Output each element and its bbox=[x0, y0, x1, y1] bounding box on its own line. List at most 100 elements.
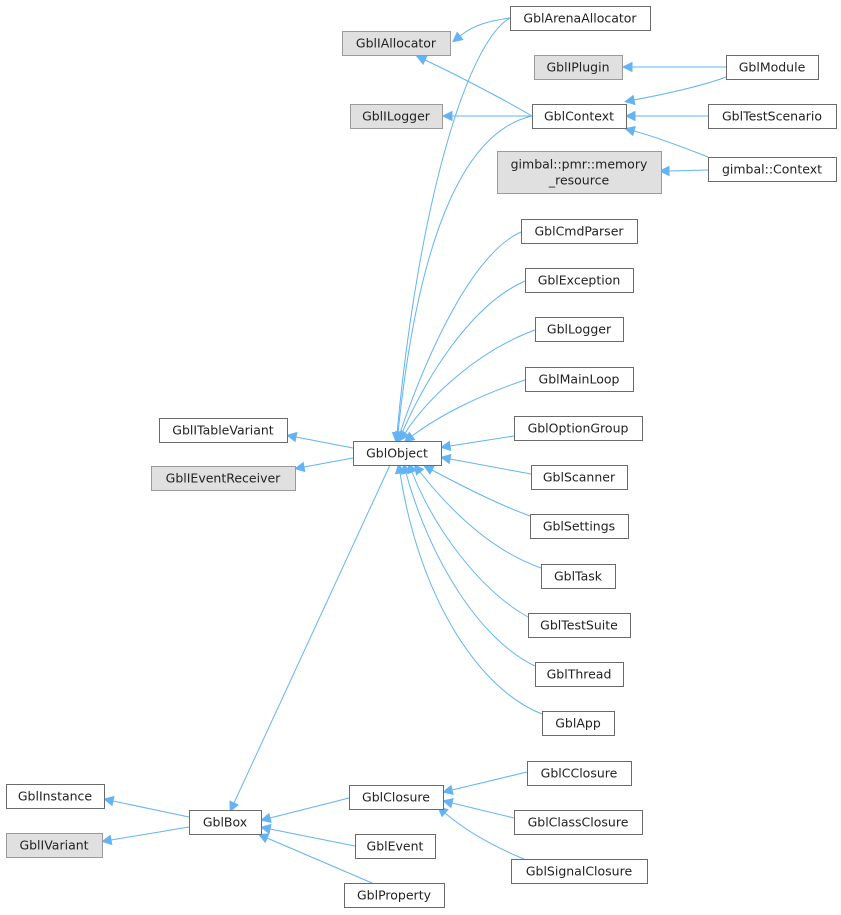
edge-line bbox=[303, 457, 354, 468]
node-box bbox=[532, 104, 627, 129]
edge-GblTestScenario-to-GblContext bbox=[624, 110, 708, 122]
edge-GblArenaAllocator-to-GblIAllocator bbox=[452, 17, 511, 43]
node-label: GblIEventReceiver bbox=[166, 471, 282, 486]
node-GblBox[interactable]: GblBox bbox=[189, 810, 262, 835]
node-GblTestScenario[interactable]: GblTestScenario bbox=[708, 104, 837, 129]
edge-line bbox=[112, 800, 190, 818]
node-GblIPlugin[interactable]: GblIPlugin bbox=[534, 55, 623, 80]
node-GblObject[interactable]: GblObject bbox=[353, 441, 442, 466]
node-label: gimbal::Context bbox=[722, 162, 822, 177]
node-box bbox=[525, 367, 634, 392]
node-label: GblSettings bbox=[543, 519, 615, 534]
node-GblInstance[interactable]: GblInstance bbox=[6, 784, 105, 809]
arrowhead-icon bbox=[624, 94, 636, 106]
edge-GblObject-to-GblBox bbox=[229, 464, 391, 813]
node-GblScanner[interactable]: GblScanner bbox=[531, 465, 628, 490]
edge-line bbox=[449, 435, 515, 447]
node-box bbox=[535, 662, 624, 687]
node-box bbox=[497, 151, 662, 194]
arrowhead-icon bbox=[403, 431, 416, 443]
node-box bbox=[342, 31, 451, 56]
edge-line bbox=[396, 17, 511, 434]
edge-line bbox=[419, 471, 542, 569]
node-label: GblApp bbox=[555, 716, 601, 731]
node-box bbox=[542, 711, 615, 736]
node-box bbox=[541, 564, 616, 589]
arrowhead-icon bbox=[229, 800, 240, 813]
node-GblIAllocator[interactable]: GblIAllocator bbox=[342, 31, 451, 56]
edge-GblCClosure-to-GblClosure bbox=[442, 771, 528, 796]
edge-GblSignalClosure-to-GblClosure bbox=[437, 806, 525, 860]
node-box bbox=[355, 834, 436, 859]
edge-line bbox=[449, 458, 532, 475]
node-GblITableVariant[interactable]: GblITableVariant bbox=[159, 418, 288, 443]
edge-GblProperty-to-GblBox bbox=[257, 833, 373, 884]
node-GblApp[interactable]: GblApp bbox=[542, 711, 615, 736]
node-label: GblTestScenario bbox=[722, 109, 822, 124]
edge-GblModule-to-GblIPlugin bbox=[621, 61, 726, 73]
edge-line bbox=[411, 471, 529, 618]
node-GblIVariant[interactable]: GblIVariant bbox=[6, 833, 103, 858]
arrowhead-icon bbox=[442, 784, 454, 796]
node-box bbox=[708, 157, 837, 182]
arrowhead-icon bbox=[624, 126, 636, 137]
arrowhead-icon bbox=[452, 31, 464, 43]
edge-GblBox-to-GblIVariant bbox=[101, 826, 190, 846]
edge-GblObject-to-GblIEventReceiver bbox=[294, 457, 354, 473]
arrowhead-icon bbox=[415, 55, 428, 66]
node-GblCClosure[interactable]: GblCClosure bbox=[527, 761, 632, 786]
node-label: GblException bbox=[538, 273, 621, 288]
node-box bbox=[530, 514, 629, 539]
node-box bbox=[189, 810, 262, 835]
node-GblIEventReceiver[interactable]: GblIEventReceiver bbox=[151, 466, 296, 491]
arrowhead-icon bbox=[257, 833, 270, 844]
node-label: GblModule bbox=[739, 60, 806, 75]
node-GblTestSuite[interactable]: GblTestSuite bbox=[528, 613, 631, 638]
node-GblException[interactable]: GblException bbox=[525, 268, 634, 293]
node-GblProperty[interactable]: GblProperty bbox=[344, 883, 445, 908]
node-box bbox=[525, 268, 634, 293]
node-GblMainLoop[interactable]: GblMainLoop bbox=[525, 367, 634, 392]
node-GblSettings[interactable]: GblSettings bbox=[530, 514, 629, 539]
edge-line bbox=[269, 797, 350, 819]
arrowhead-icon bbox=[658, 165, 670, 177]
node-box bbox=[528, 613, 631, 638]
node-GblLogger[interactable]: GblLogger bbox=[535, 317, 624, 342]
node-box bbox=[6, 784, 105, 809]
node-GblILogger[interactable]: GblILogger bbox=[350, 104, 443, 129]
arrowhead-icon bbox=[440, 453, 452, 465]
node-GblOptionGroup[interactable]: GblOptionGroup bbox=[514, 416, 643, 441]
node-GblTask[interactable]: GblTask bbox=[541, 564, 616, 589]
edge-GblApp-to-GblObject bbox=[394, 463, 543, 715]
edge-line bbox=[233, 464, 391, 804]
node-label: GblILogger bbox=[362, 109, 431, 124]
node-label: GblTask bbox=[554, 569, 603, 584]
node-GblThread[interactable]: GblThread bbox=[535, 662, 624, 687]
node-GblArenaAllocator[interactable]: GblArenaAllocator bbox=[510, 6, 651, 31]
node-GblClassClosure[interactable]: GblClassClosure bbox=[514, 810, 643, 835]
node-gimbalContext[interactable]: gimbal::Context bbox=[708, 157, 837, 182]
node-GblEvent[interactable]: GblEvent bbox=[355, 834, 436, 859]
node-GblModule[interactable]: GblModule bbox=[726, 55, 819, 80]
inheritance-edges bbox=[101, 17, 727, 884]
node-GblSignalClosure[interactable]: GblSignalClosure bbox=[511, 859, 648, 884]
node-box bbox=[350, 104, 443, 129]
node-label: GblClosure bbox=[362, 790, 430, 805]
edge-line bbox=[295, 436, 354, 449]
node-label: GblInstance bbox=[18, 789, 93, 804]
node-label: GblITableVariant bbox=[172, 423, 274, 438]
edge-GblObject-to-GblITableVariant bbox=[286, 431, 354, 449]
arrowhead-icon bbox=[286, 431, 298, 443]
node-box bbox=[353, 441, 442, 466]
edge-line bbox=[459, 17, 511, 37]
node-box bbox=[510, 6, 651, 31]
edge-gimbalContext-to-GblContext bbox=[624, 126, 709, 158]
node-GblCmdParser[interactable]: GblCmdParser bbox=[521, 219, 638, 244]
node-memory_resource[interactable]: gimbal::pmr::memory_resource bbox=[497, 151, 662, 194]
node-label: GblTestSuite bbox=[540, 618, 618, 633]
node-box bbox=[535, 317, 624, 342]
node-GblContext[interactable]: GblContext bbox=[532, 104, 627, 129]
node-label: GblOptionGroup bbox=[528, 421, 629, 436]
node-GblClosure[interactable]: GblClosure bbox=[349, 785, 444, 810]
edge-GblScanner-to-GblObject bbox=[440, 453, 532, 475]
